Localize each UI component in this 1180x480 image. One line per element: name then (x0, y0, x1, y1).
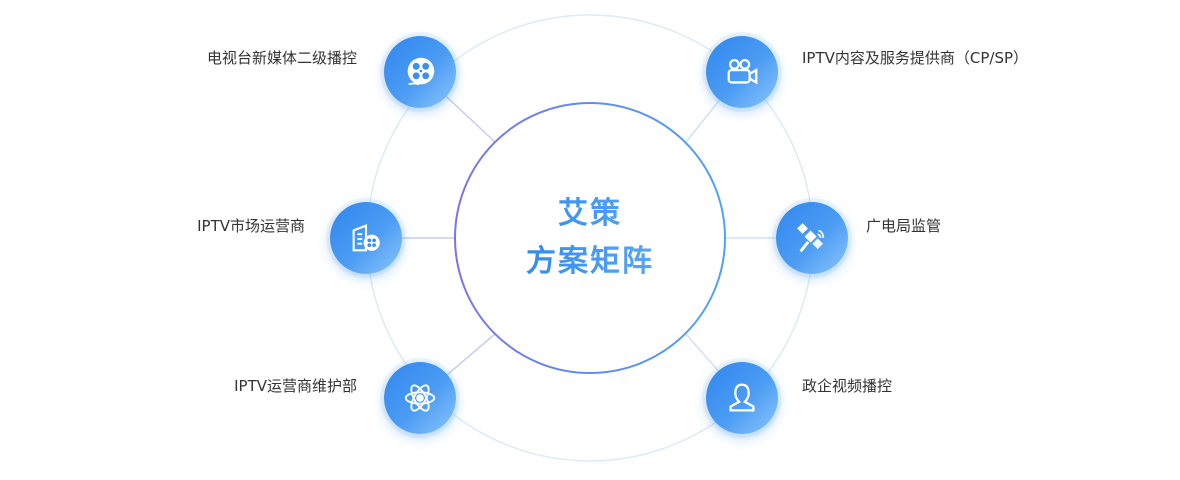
node-gov-enterprise-video[interactable] (706, 362, 778, 434)
node-iptv-content-provider[interactable] (706, 36, 778, 108)
node-label: 电视台新媒体二级播控 (206, 49, 357, 67)
user-icon (729, 383, 755, 412)
center-title: 艾策 方案矩阵 (455, 190, 725, 286)
inner-ring (454, 102, 726, 374)
building-icon (352, 224, 380, 252)
satellite-icon (797, 223, 825, 253)
video-camera-icon (727, 58, 758, 85)
node-iptv-operator-maintenance[interactable] (384, 362, 456, 434)
node-label: IPTV市场运营商 (197, 217, 305, 235)
film-reel-icon (407, 57, 435, 86)
center-title-line1: 艾策 (558, 196, 622, 231)
node-broadcast-regulator[interactable] (776, 202, 848, 274)
node-label: IPTV运营商维护部 (234, 377, 357, 395)
node-label: IPTV内容及服务提供商（CP/SP） (802, 49, 1029, 67)
node-iptv-market-operator[interactable] (330, 202, 402, 274)
node-label: 广电局监管 (866, 217, 942, 235)
atom-icon (404, 384, 436, 412)
node-label: 政企视频播控 (802, 377, 893, 395)
center-title-line2: 方案矩阵 (526, 244, 654, 279)
node-tv-new-media[interactable] (384, 36, 456, 108)
